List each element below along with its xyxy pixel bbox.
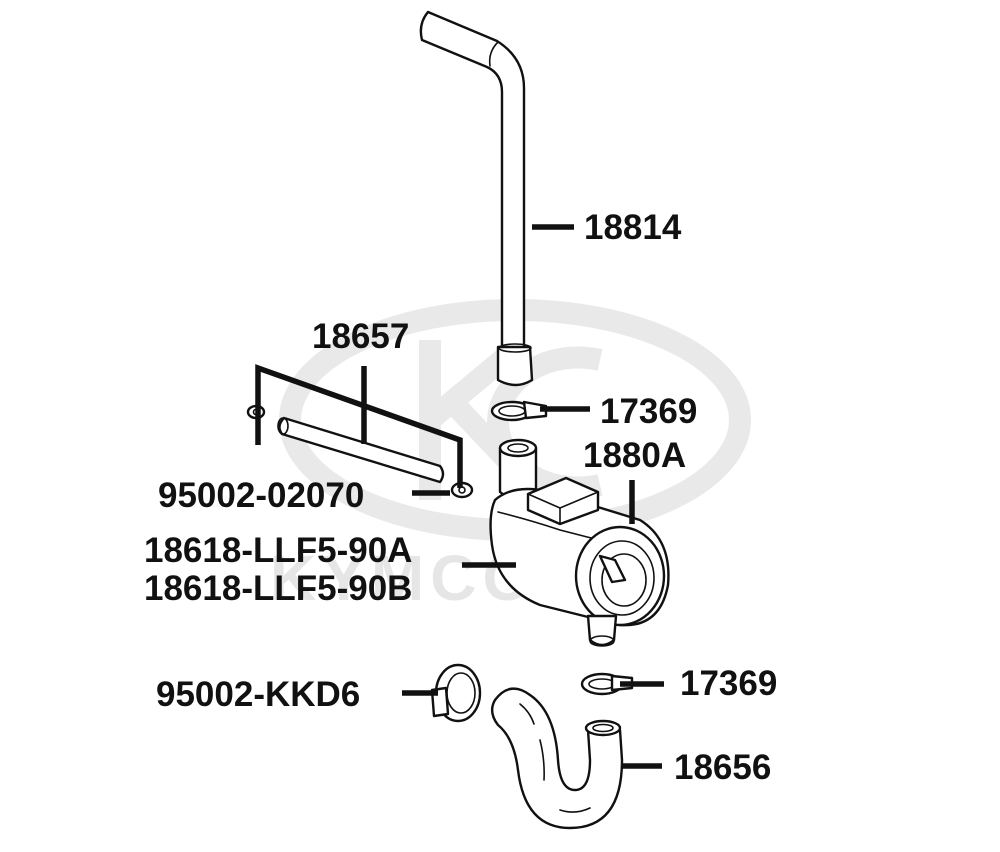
callout-18814: 18814 bbox=[584, 208, 682, 247]
callout-17369-lower: 17369 bbox=[680, 664, 777, 703]
callout-labels: 18814 18657 17369 1880A 95002-02070 1861… bbox=[144, 208, 777, 787]
rod-18657[interactable] bbox=[277, 416, 445, 484]
callout-17369-upper: 17369 bbox=[600, 392, 697, 431]
callout-18657: 18657 bbox=[312, 317, 409, 356]
callout-18618-LLF5-90A: 18618-LLF5-90A bbox=[144, 531, 412, 570]
callout-1880A: 1880A bbox=[583, 436, 686, 475]
leader-lines bbox=[255, 224, 664, 769]
watermark-text: KYMCO bbox=[270, 542, 538, 614]
breather-housing-1880A[interactable] bbox=[489, 438, 670, 647]
u-hose-18656[interactable] bbox=[490, 687, 624, 830]
callout-95002-KKD6: 95002-KKD6 bbox=[156, 675, 360, 714]
callout-18618-LLF5-90B: 18618-LLF5-90B bbox=[144, 569, 412, 608]
breather-tube-18814[interactable] bbox=[419, 10, 534, 387]
hose-clamp-95002-KKD6[interactable] bbox=[430, 663, 482, 723]
hose-clip-17369-upper[interactable] bbox=[490, 400, 548, 422]
callout-95002-02070: 95002-02070 bbox=[158, 476, 364, 515]
callout-18656: 18656 bbox=[674, 748, 771, 787]
